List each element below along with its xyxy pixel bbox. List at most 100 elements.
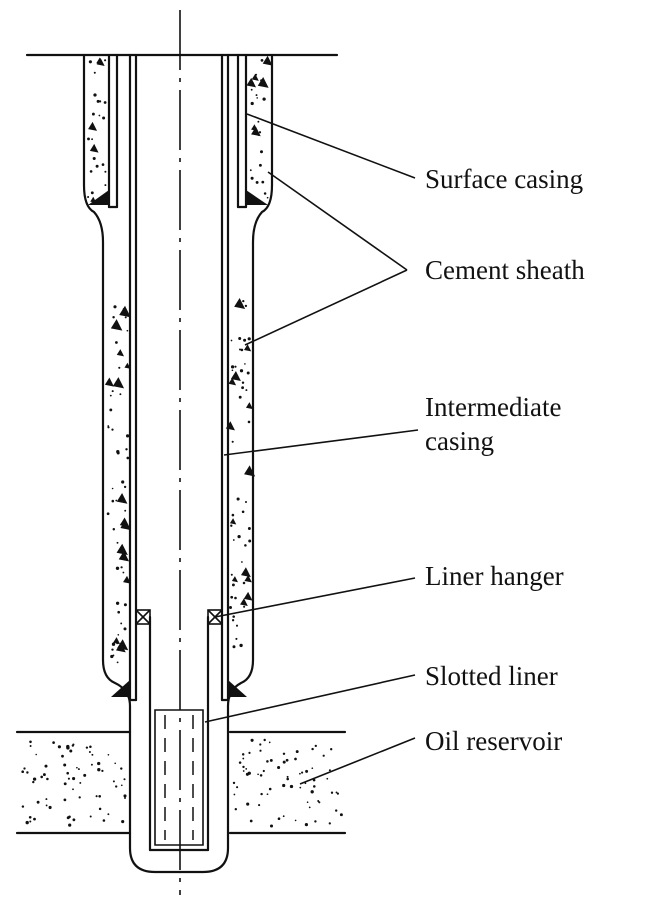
- reservoir-grain: [246, 802, 250, 806]
- reservoir-grain: [45, 798, 48, 801]
- reservoir-grain: [67, 777, 70, 780]
- label-intermediate-casing-line1: Intermediate: [425, 392, 561, 422]
- reservoir-grain: [91, 753, 94, 756]
- reservoir-grain: [21, 805, 25, 808]
- cement-grain: [88, 60, 92, 64]
- reservoir-grain: [69, 749, 73, 753]
- cement-grain: [247, 337, 251, 341]
- cement-grain: [115, 341, 118, 344]
- cement-grain: [257, 134, 260, 136]
- reservoir-grain: [335, 791, 338, 794]
- label-oil-reservoir: Oil reservoir: [425, 726, 562, 756]
- cement-grain: [123, 627, 127, 631]
- cement-grain: [245, 389, 248, 392]
- cement-grain: [241, 510, 245, 514]
- cement-grain: [117, 610, 121, 614]
- cement-grain: [246, 77, 257, 88]
- surface-casing-shoe-right: [246, 190, 268, 205]
- reservoir-grain: [72, 777, 76, 781]
- reservoir-grain: [112, 780, 115, 783]
- cement-grain: [111, 428, 114, 431]
- cement-grain: [232, 539, 235, 541]
- cement-grain: [230, 573, 233, 576]
- reservoir-grain: [66, 816, 70, 820]
- reservoir-grain: [72, 818, 76, 822]
- reservoir-grain: [107, 813, 110, 816]
- reservoir-grain: [326, 777, 329, 780]
- reservoir-grain: [32, 777, 37, 781]
- cement-grain: [231, 369, 234, 372]
- leader-slotted-liner: [204, 674, 416, 723]
- reservoir-grain: [330, 748, 333, 751]
- cement-grain: [91, 138, 94, 141]
- reservoir-grain: [249, 819, 253, 823]
- cement-grain: [238, 395, 242, 399]
- cement-grain: [242, 581, 246, 585]
- cement-grain: [244, 304, 248, 308]
- cement-grain: [250, 176, 254, 180]
- reservoir-grain: [328, 822, 331, 825]
- cement-grain: [98, 100, 102, 103]
- reservoir-grain: [258, 804, 261, 807]
- cement-grain: [87, 137, 90, 141]
- cement-grain: [118, 366, 121, 369]
- reservoir-grain: [90, 763, 93, 766]
- cement-grain: [124, 509, 127, 512]
- cement-grain: [125, 434, 130, 438]
- cement-grain: [121, 480, 125, 484]
- reservoir-grain: [120, 767, 123, 770]
- cement-grain: [244, 500, 248, 504]
- slotted-liner: [148, 615, 210, 852]
- cement-grain: [232, 645, 236, 649]
- reservoir-grain: [236, 786, 239, 789]
- reservoir-grain: [66, 771, 69, 775]
- reservoir-grain: [107, 753, 110, 756]
- reservoir-grain: [262, 769, 265, 773]
- reservoir-grain: [268, 787, 272, 791]
- cement-grain: [122, 571, 125, 574]
- cement-grain: [111, 642, 116, 646]
- cement-grain: [257, 76, 269, 88]
- reservoir-grain: [95, 795, 98, 798]
- reservoir-grain: [121, 820, 125, 824]
- reservoir-grain: [79, 781, 82, 784]
- cement-grain: [244, 544, 247, 547]
- reservoir-grain: [114, 762, 117, 765]
- cement-grain: [234, 297, 246, 309]
- cement-grain: [234, 596, 237, 600]
- reservoir-grain: [52, 741, 55, 744]
- cement-grain: [231, 440, 234, 443]
- reservoir-grain: [299, 786, 302, 789]
- reservoir-grain: [45, 804, 48, 807]
- cement-grain: [104, 377, 114, 387]
- reservoir-grain: [330, 791, 334, 794]
- reservoir-grain: [286, 777, 289, 781]
- cement-grain: [115, 499, 118, 502]
- cement-grain: [103, 101, 107, 104]
- reservoir-grain: [33, 817, 36, 821]
- cement-grain: [243, 605, 246, 608]
- reservoir-grain: [306, 801, 309, 804]
- reservoir-grain: [277, 817, 281, 821]
- leader-cement-sheath-lower: [244, 269, 408, 346]
- reservoir-grain: [339, 813, 343, 817]
- cement-grain: [93, 93, 97, 97]
- reservoir-grain: [317, 800, 320, 802]
- cement-grain: [236, 497, 240, 501]
- cement-grain: [116, 493, 128, 504]
- reservoir-grain: [242, 770, 245, 772]
- reservoir-grain: [295, 750, 299, 754]
- cement-grain: [87, 195, 90, 199]
- cement-grain: [239, 369, 244, 373]
- cement-grain: [126, 456, 130, 460]
- reservoir-grain: [308, 806, 311, 809]
- cement-grain: [230, 595, 234, 599]
- reservoir-grain: [123, 778, 126, 781]
- cement-grain: [262, 97, 266, 101]
- reservoir-grain: [301, 771, 304, 774]
- cement-grain: [231, 576, 238, 583]
- reservoir-grain: [102, 819, 106, 822]
- cement-grain: [239, 643, 243, 648]
- cement-grain: [229, 518, 237, 525]
